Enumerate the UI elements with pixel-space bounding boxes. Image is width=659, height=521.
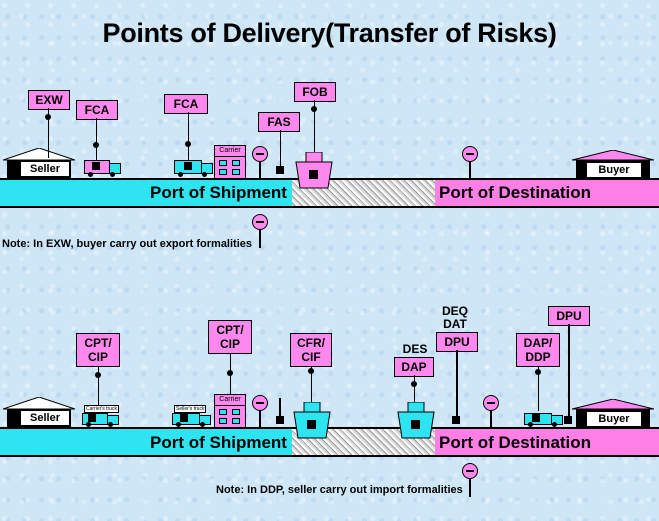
bottom-term-des: DES	[402, 342, 428, 356]
top-destination-band	[435, 178, 659, 208]
top-term-fob: FOB	[294, 82, 336, 102]
bottom-dpu1-marker	[452, 416, 460, 424]
bottom-cfr-cif-dot	[308, 368, 314, 374]
bottom-risk-sign-2	[483, 395, 499, 411]
top-exw-dot	[45, 114, 51, 120]
top-term-exw: EXW	[28, 90, 70, 110]
bottom-buyer-label: Buyer	[586, 411, 642, 427]
top-fca2-dot	[185, 141, 191, 147]
top-fob-dot	[311, 106, 317, 112]
bottom-note-sign	[462, 463, 478, 479]
bottom-carrier-building: Carrier	[214, 394, 246, 428]
bottom-term-cpt-cip-1: CPT/ CIP	[76, 333, 120, 367]
top-carrier-label: Carrier	[215, 146, 245, 157]
bottom-dpu2-marker	[564, 416, 572, 424]
bottom-carriers-truck-label: Carrier's truck	[84, 405, 119, 413]
bottom-term-cpt-cip-2: CPT/ CIP	[208, 320, 252, 354]
bottom-term-dat: DAT	[443, 317, 467, 331]
bottom-shipment-band	[0, 427, 292, 457]
bottom-sellers-truck-label: Seller's truck	[174, 405, 207, 413]
top-shipment-band	[0, 178, 292, 208]
top-ship	[295, 152, 333, 189]
top-port-of-shipment: Port of Shipment	[150, 183, 287, 202]
bottom-dap-dot	[411, 381, 417, 387]
top-term-fas: FAS	[258, 112, 300, 132]
bottom-term-dap-ddp: DAP/ DDP	[516, 333, 560, 367]
top-fca1-dot	[93, 142, 99, 148]
top-risk-sign-2	[462, 146, 478, 162]
bottom-term-deq: DEQ	[441, 304, 468, 318]
bottom-term-cfr-cif: CFR/ CIF	[290, 333, 332, 367]
top-port-of-destination: Port of Destination	[439, 183, 592, 202]
bottom-ship-1	[293, 402, 331, 439]
top-term-fca-2: FCA	[164, 94, 208, 114]
bottom-dap-ddp-dot	[535, 369, 541, 375]
bottom-port-of-destination: Port of Destination	[439, 433, 592, 452]
bottom-ship-2	[397, 402, 435, 439]
top-risk-sign-1	[252, 146, 268, 162]
bottom-risk-sign-1	[252, 395, 268, 411]
bottom-cpt-cip2-dot	[227, 370, 233, 376]
bottom-term-dap: DAP	[394, 357, 434, 377]
top-buyer-label: Buyer	[586, 162, 642, 178]
top-note: Note: In EXW, buyer carry out export for…	[2, 238, 252, 250]
top-seller-label: Seller	[20, 161, 70, 177]
top-note-sign	[252, 214, 268, 230]
top-fas-marker	[276, 166, 284, 174]
bottom-seller-label: Seller	[20, 410, 70, 426]
top-carrier-building: Carrier	[214, 145, 246, 179]
top-term-fca-1: FCA	[76, 100, 118, 120]
bottom-destination-band	[435, 427, 659, 457]
bottom-note: Note: In DDP, seller carry out import fo…	[216, 484, 463, 496]
bottom-term-dpu-2: DPU	[548, 306, 590, 326]
bottom-cpt-cip1-dot	[95, 372, 101, 378]
page-title: Points of Delivery(Transfer of Risks)	[102, 18, 557, 48]
bottom-term-dpu-1: DPU	[436, 332, 478, 352]
bottom-port-of-shipment: Port of Shipment	[150, 433, 287, 452]
bottom-carrier-label: Carrier	[215, 395, 245, 406]
